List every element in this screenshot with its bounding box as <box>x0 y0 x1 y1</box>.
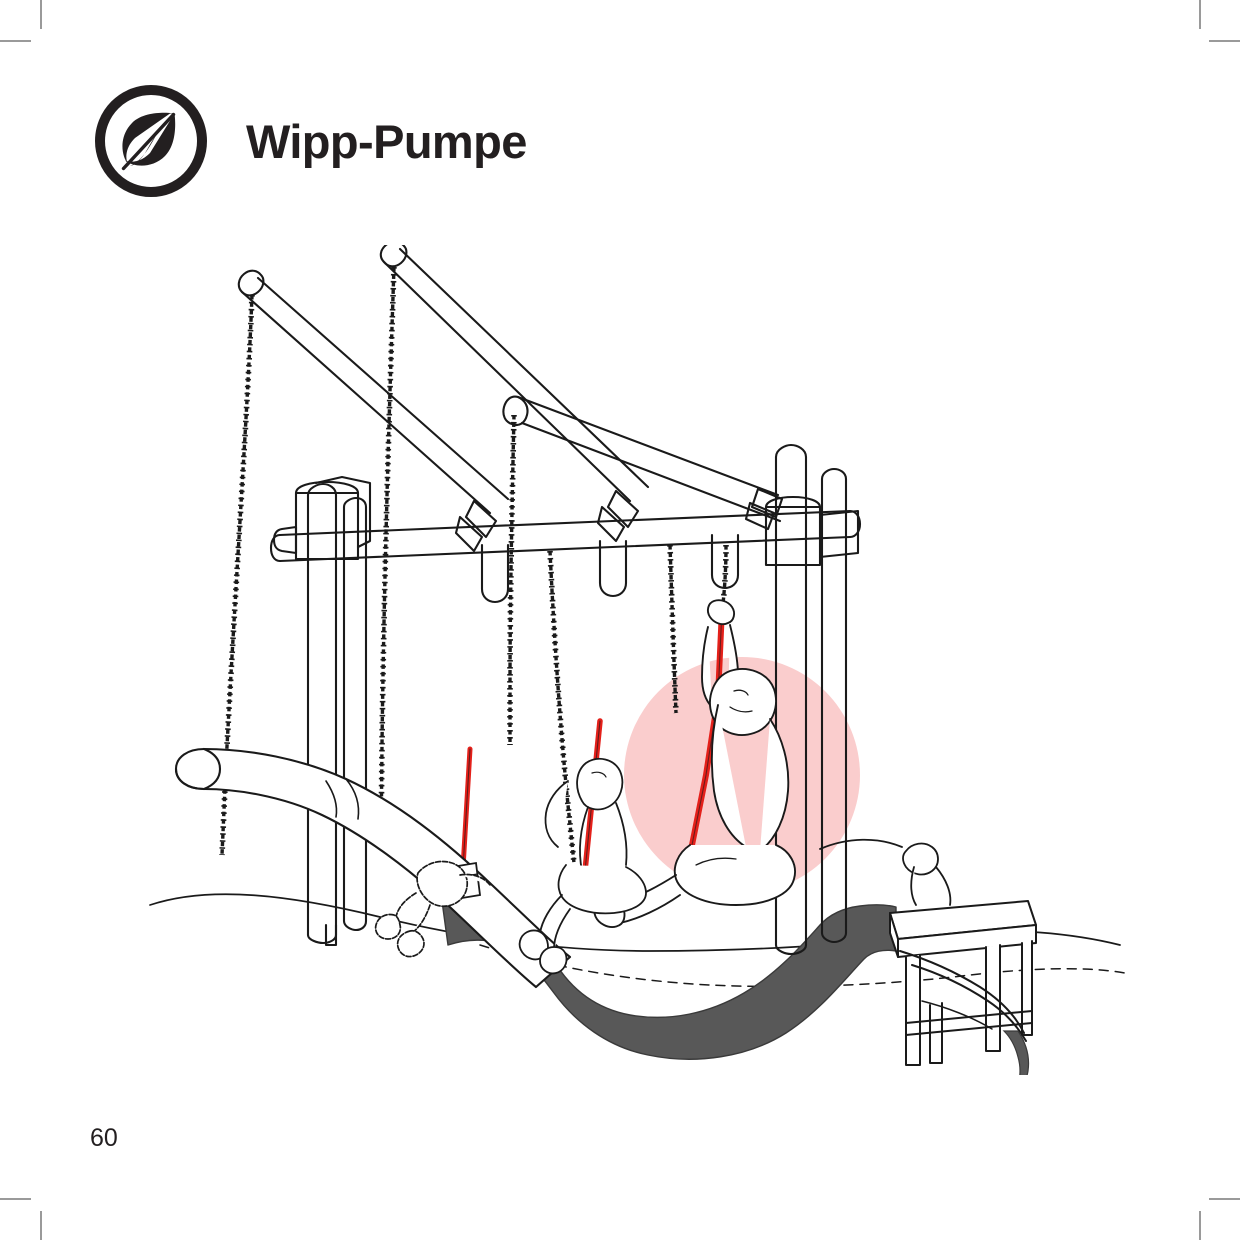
crop-mark-top-left-horizontal <box>0 40 31 42</box>
leaf-in-circle-icon <box>95 85 207 197</box>
crop-mark-bottom-right-vertical <box>1199 1211 1201 1240</box>
page-number: 60 <box>90 1124 118 1152</box>
curved-log-tube <box>174 747 572 989</box>
crop-mark-bottom-left-horizontal <box>0 1198 31 1200</box>
table-water-outflow <box>1002 1030 1030 1075</box>
crop-mark-bottom-right-horizontal <box>1209 1198 1240 1200</box>
page-header: Wipp-Pumpe <box>92 82 527 200</box>
child-figure-crawling <box>374 860 491 958</box>
illustration-wipp-pumpe <box>130 245 1130 1075</box>
hanging-chain-1 <box>220 294 254 856</box>
hanging-chain-2 <box>379 266 396 846</box>
pink-focus-highlight <box>624 657 860 893</box>
water-channel-trough <box>441 897 897 1060</box>
diagonal-lever-arm-3 <box>502 395 784 531</box>
crop-mark-top-right-vertical <box>1199 0 1201 29</box>
crossbeam-hanger-lugs <box>480 533 740 604</box>
diagonal-lever-arm-1 <box>237 269 510 553</box>
crop-mark-top-right-horizontal <box>1209 40 1240 42</box>
child-figure-seated <box>518 757 647 975</box>
crop-mark-bottom-left-vertical <box>40 1211 42 1240</box>
diagonal-lever-arm-2 <box>379 245 650 543</box>
water-play-table <box>889 900 1037 1066</box>
hanging-chain-3 <box>508 414 516 745</box>
horizontal-crossbeam <box>269 509 862 563</box>
swing-frame-post-left <box>272 475 372 947</box>
child-figure-at-table <box>819 838 952 906</box>
page-title: Wipp-Pumpe <box>246 114 527 168</box>
hanging-chain-5 <box>668 544 678 714</box>
crop-mark-top-left-vertical <box>40 0 42 29</box>
